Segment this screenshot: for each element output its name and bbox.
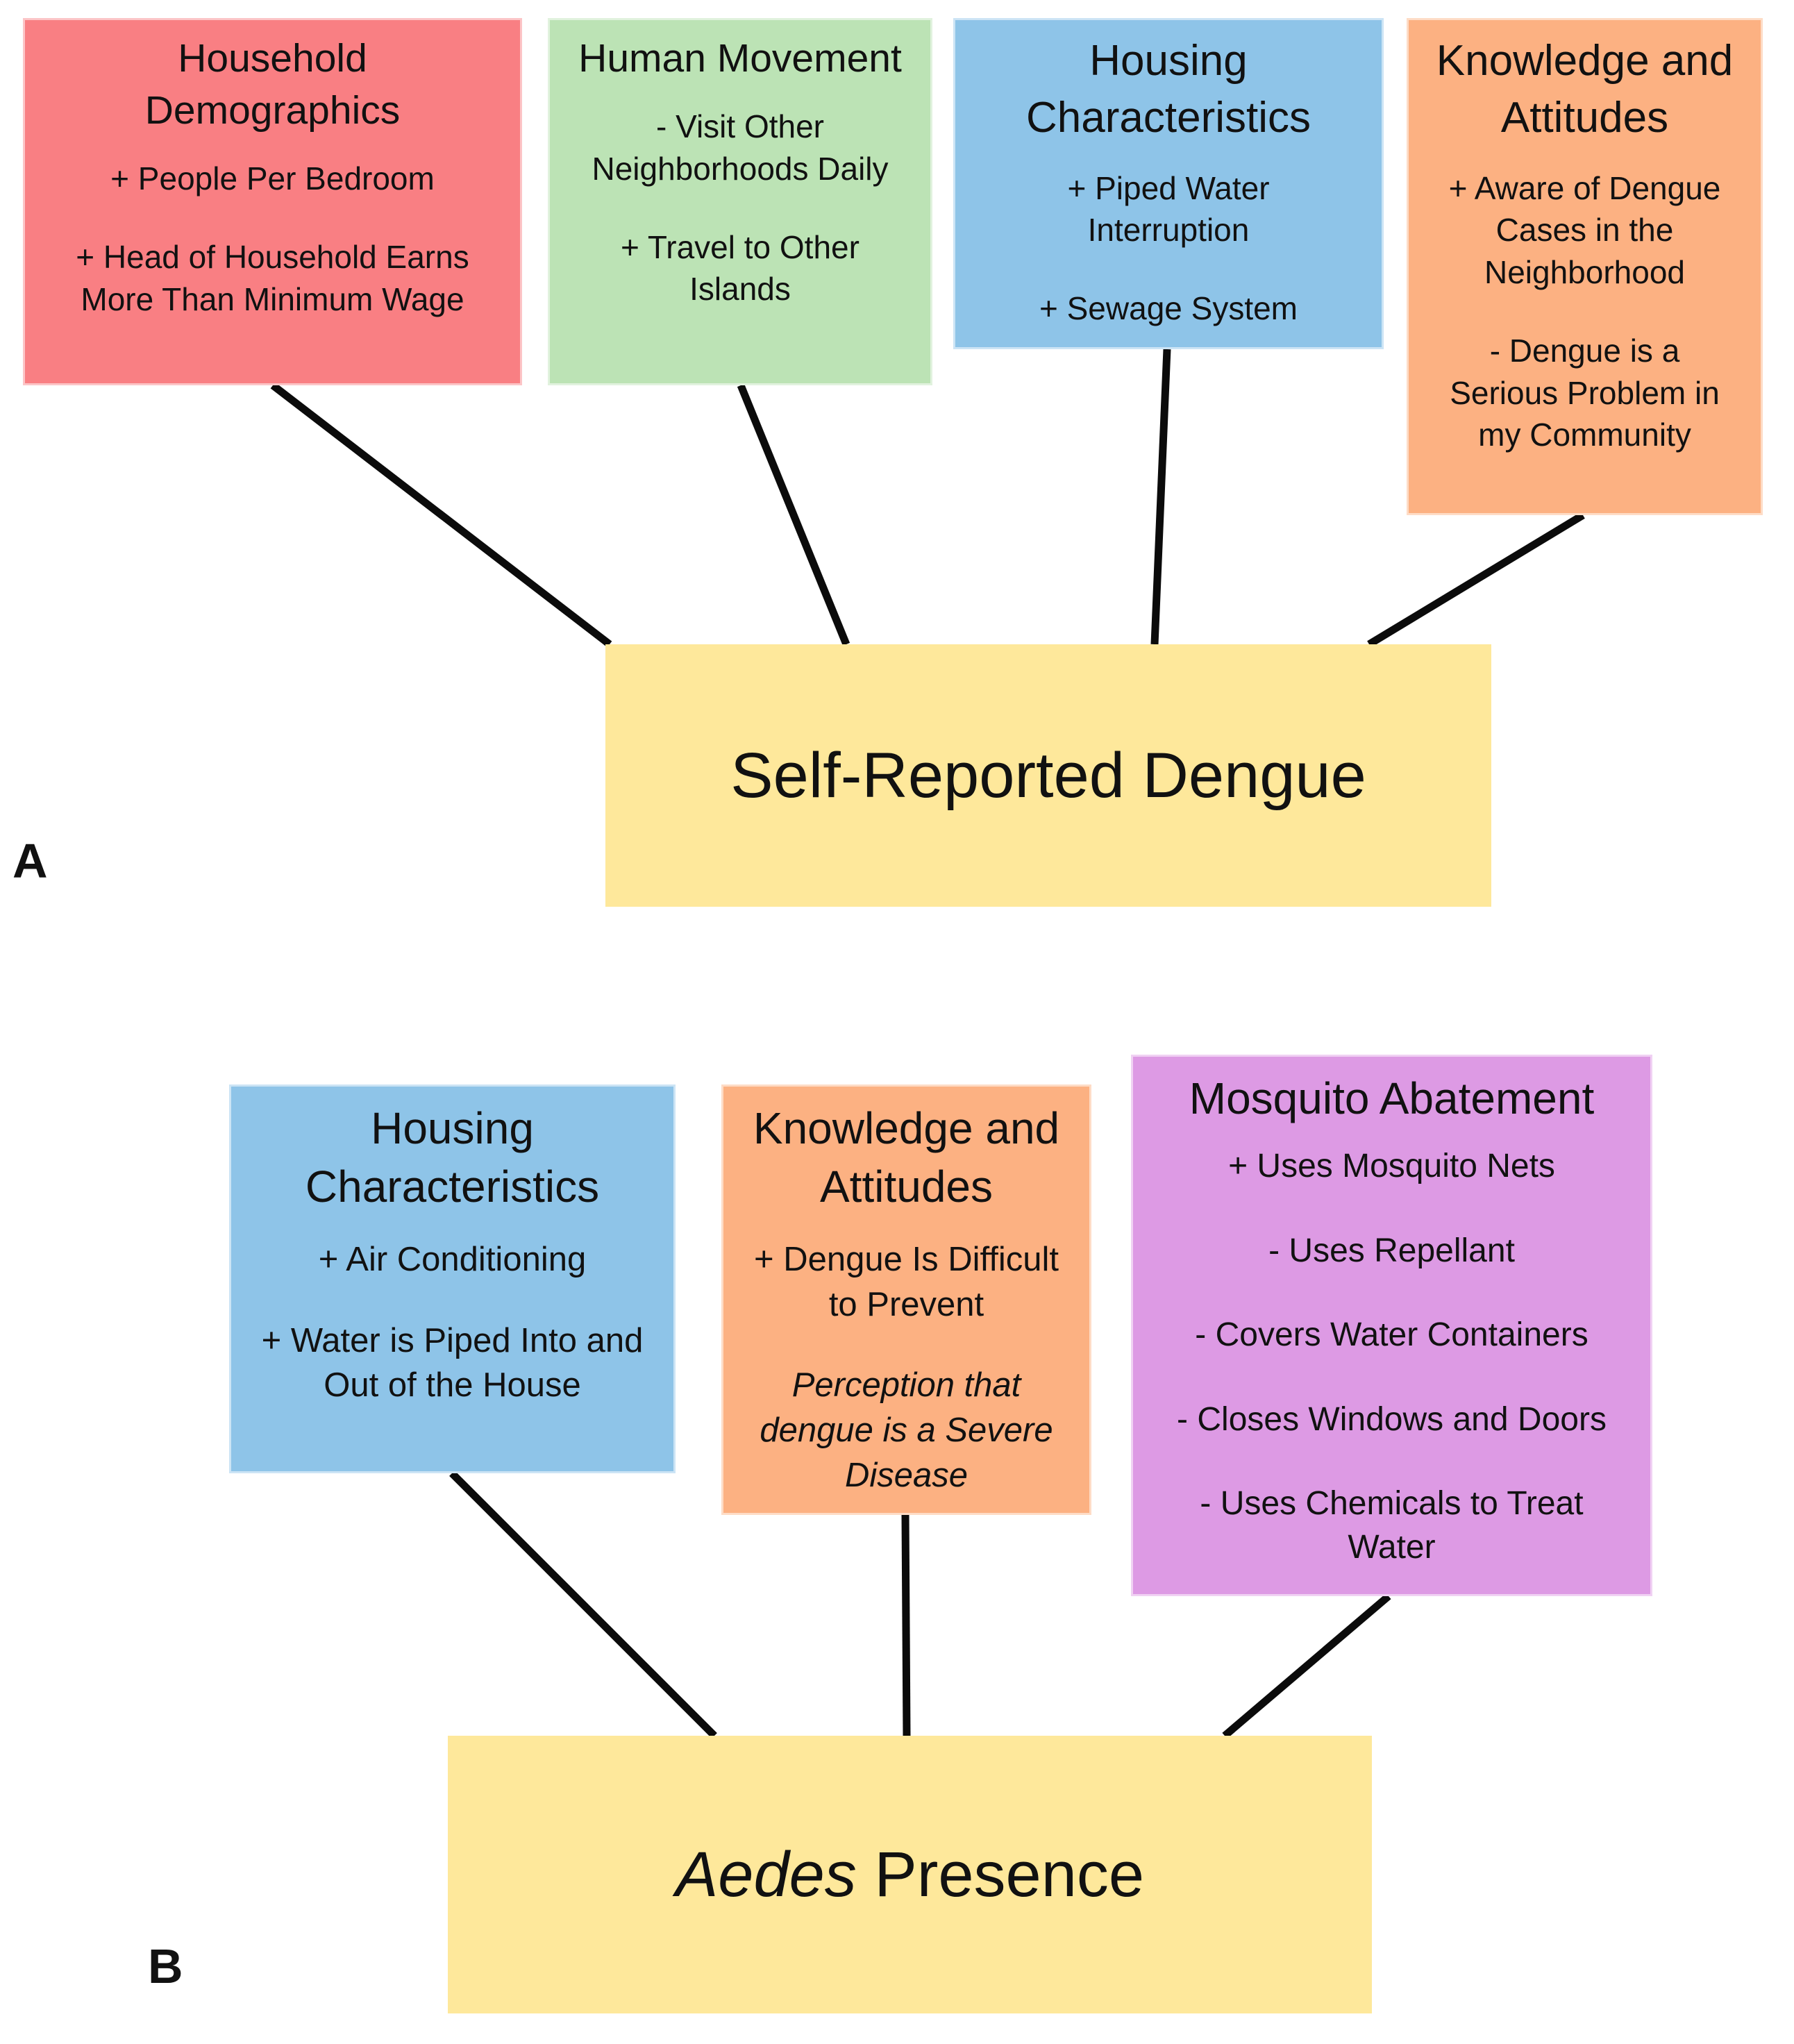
factor-item: + Head of Household Earns More Than Mini…: [76, 239, 469, 317]
connector-a-household: [270, 382, 612, 648]
housing-characteristics-box-a: Housing Characteristics + Piped Water In…: [953, 18, 1384, 349]
connector-b-abatement: [1222, 1593, 1391, 1739]
box-title: Household Demographics: [144, 36, 401, 133]
connector-a-knowledge: [1367, 512, 1585, 648]
box-title: Human Movement: [578, 36, 902, 81]
factor-item: + People Per Bedroom: [110, 160, 435, 197]
factor-item: - Covers Water Containers: [1195, 1316, 1588, 1354]
factor-item: - Visit Other Neighborhoods Daily: [592, 108, 889, 187]
human-movement-box: Human Movement - Visit Other Neighborhoo…: [548, 18, 932, 385]
factor-item: + Sewage System: [1039, 290, 1298, 327]
connector-a-housing: [1150, 349, 1171, 645]
box-title: Housing Characteristics: [305, 1103, 600, 1212]
mosquito-abatement-box: Mosquito Abatement + Uses Mosquito Nets …: [1131, 1055, 1652, 1596]
box-title: Housing Characteristics: [1026, 37, 1311, 142]
connector-b-housing: [449, 1471, 717, 1739]
box-title: Knowledge and Attitudes: [753, 1103, 1060, 1212]
box-title: Knowledge and Attitudes: [1436, 37, 1734, 142]
factor-item: + Aware of Dengue Cases in the Neighborh…: [1448, 169, 1721, 291]
factor-item: - Closes Windows and Doors: [1177, 1400, 1607, 1438]
outcome-italic-part: Aedes: [675, 1838, 857, 1910]
self-reported-dengue-box: Self-Reported Dengue: [605, 644, 1491, 907]
household-demographics-box: Household Demographics + People Per Bedr…: [23, 18, 522, 385]
outcome-label: Aedes Presence: [676, 1838, 1144, 1911]
factor-item: - Uses Repellant: [1268, 1232, 1515, 1269]
outcome-rest-part: Presence: [856, 1838, 1145, 1910]
factor-item: + Travel to Other Islands: [621, 228, 860, 308]
factor-item: + Water is Piped Into and Out of the Hou…: [261, 1321, 644, 1405]
factor-item: - Uses Chemicals to Treat Water: [1200, 1484, 1584, 1566]
outcome-label: Self-Reported Dengue: [730, 739, 1366, 811]
factor-item: + Piped Water Interruption: [1067, 169, 1270, 249]
knowledge-attitudes-box-b: Knowledge and Attitudes + Dengue Is Diff…: [721, 1084, 1091, 1515]
box-title: Mosquito Abatement: [1189, 1073, 1595, 1123]
factor-item: + Dengue Is Difficult to Prevent: [754, 1240, 1059, 1323]
factor-item: + Uses Mosquito Nets: [1228, 1148, 1555, 1185]
connector-b-knowledge: [901, 1514, 911, 1736]
panel-label-b: B: [148, 1939, 183, 1993]
aedes-presence-box: Aedes Presence: [448, 1736, 1372, 2013]
factor-item: + Air Conditioning: [318, 1240, 587, 1278]
factor-item-italic: Perception that dengue is a Severe Disea…: [760, 1366, 1053, 1494]
panel-label-a: A: [12, 834, 48, 888]
knowledge-attitudes-box-a: Knowledge and Attitudes + Aware of Dengu…: [1407, 18, 1763, 515]
factor-item: - Dengue is a Serious Problem in my Comm…: [1450, 332, 1720, 453]
connector-a-movement: [737, 383, 850, 646]
housing-characteristics-box-b: Housing Characteristics + Air Conditioni…: [229, 1084, 676, 1473]
